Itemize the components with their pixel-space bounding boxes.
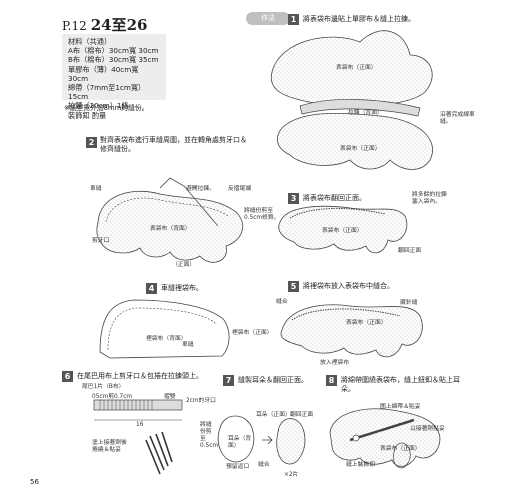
diagram-label: 反摺尾端: [228, 186, 252, 192]
item-range: 24至26: [90, 16, 148, 34]
material-line: 裝飾釦 酌量: [68, 110, 107, 120]
diagram-label: 將縫份剪至0.5cm修齊。: [244, 208, 280, 221]
step4-lining-inner: [107, 307, 217, 351]
step-number: 5: [288, 281, 299, 292]
page-ref: P.12: [62, 19, 87, 33]
material-line: 單膠布（薄）40cm寬 30cm: [68, 64, 139, 83]
diagram-label: 車縫: [182, 342, 194, 348]
step-text: 在尾巴用布上剪牙口＆包捲在拉鍊頭上。: [77, 372, 203, 380]
diagram-label: 縫上裝飾釦: [346, 462, 375, 468]
seam-note: ※紙型需外加8mm的縫份。: [64, 104, 149, 112]
diagram-label: 摺雙: [164, 394, 176, 400]
material-line: B布（棉布）30cm寬 35cm: [68, 55, 159, 65]
step7-ear: [217, 415, 255, 463]
step-text: 縫製耳朵＆翻回正面。: [238, 376, 308, 384]
diagram-label: 表袋布（正面）: [322, 228, 363, 234]
step-text: 將綿帶圍繞表袋布，縫上鈕釦＆貼上耳朵。: [341, 376, 460, 393]
material-line: 拉鍊（20cm）1條: [68, 101, 129, 111]
step-number: 8: [326, 375, 337, 386]
step2-zip-tail: [159, 177, 219, 227]
diagram-label: 拉鍊（背面）: [348, 110, 383, 116]
diagram-label: 05cm剪0.7cm: [92, 394, 133, 400]
step-text: 車縫裡袋布。: [161, 284, 203, 292]
diagram-label: ×2片: [284, 472, 299, 478]
materials-box: 材料（共通） A布（棉布）30cm寬 30cm B布（棉布）30cm寬 35cm…: [62, 34, 166, 120]
material-line: 綿帶（7mm至1cm寬）15cm: [68, 83, 146, 102]
step-number: 7: [223, 375, 234, 386]
step-number: 2: [86, 137, 97, 148]
diagram-label: 塗上接著劑後捲繞＆貼妥: [92, 440, 127, 453]
diagram-label: 將縫份剪至0.5cm: [200, 422, 219, 449]
step5-zip: [291, 308, 401, 321]
diagram-label: 裡袋布（正面）: [232, 330, 273, 336]
diagram-label: 縫合: [258, 462, 270, 468]
step-number: 1: [288, 14, 299, 25]
diagram-label: 車縫: [90, 186, 102, 192]
material-line: A布（棉布）30cm寬 30cm: [68, 46, 159, 56]
diagram-label: 翻回正面: [398, 248, 422, 254]
diagram-label: 裡袋布（背面）: [146, 336, 187, 342]
diagram-label: 圍上綿帶＆貼妥: [380, 404, 421, 410]
step-text: 將表袋布邊貼上單膠布＆縫上拉鍊。: [303, 15, 415, 23]
diagram-label: 避開拉鍊。: [186, 186, 215, 192]
diagram-label: 16: [136, 422, 144, 428]
diagram-label: 耳朵（正面）: [256, 412, 291, 418]
diagram-label: 2cm的牙口: [186, 398, 216, 404]
diagram-label: 表袋布（正面）: [380, 446, 421, 452]
step-text: 對齊表袋布進行車縫周圍，並在轉角處剪牙口＆修齊縫份。: [100, 136, 247, 153]
diagram-label: 表袋布（正面）: [336, 65, 377, 71]
diagram-label: 藏針縫: [400, 300, 418, 306]
step3-zip: [289, 207, 386, 219]
diagram-label: 縫合: [276, 299, 288, 305]
diagram-label: 表袋布（正面）: [346, 320, 387, 326]
diagram-label: 表袋布（正面）: [340, 146, 381, 152]
step8-strap: [349, 418, 415, 442]
step6-tail-strip: [93, 399, 183, 411]
step7-ear-turned: [276, 418, 306, 465]
step1-zipper: [299, 99, 421, 117]
step2-body-inner: [105, 197, 229, 223]
step-number: 6: [62, 371, 73, 382]
step5-body: [280, 304, 423, 358]
materials-heading: 材料（共通）: [68, 37, 112, 46]
step6-fringe: [99, 400, 153, 410]
step7-arrow: [262, 435, 273, 445]
step8-button: [352, 434, 360, 442]
page-number: 56: [30, 478, 39, 486]
method-pill: 作法: [246, 12, 290, 25]
step-number: 4: [146, 283, 157, 294]
diagram-label: （正面）: [172, 262, 196, 268]
step4-lining: [99, 299, 230, 359]
step-number: 3: [288, 193, 299, 204]
step-text: 將裡袋布放入表袋布中縫合。: [303, 282, 394, 290]
step-text: 將表袋布翻回正面。: [303, 194, 366, 202]
step1-outer-bottom: [276, 112, 433, 170]
diagram-label: 剪牙口: [92, 238, 110, 244]
diagram-label: 預留返口: [226, 464, 250, 470]
step8-ear: [393, 442, 411, 469]
step8-body: [329, 408, 441, 467]
diagram-label: 將多餘的拉鍊塞入袋內。: [412, 192, 447, 205]
diagram-label: 放入裡袋布: [320, 360, 349, 366]
diagram-label: 翻回正面: [290, 412, 314, 418]
diagram-label: 以接著劑貼妥: [410, 426, 445, 432]
diagram-label: 沿著完成線車縫。: [440, 112, 475, 125]
step1-outer-top: [270, 30, 433, 107]
step2-body: [96, 190, 244, 263]
step6-tassel: [145, 431, 173, 475]
diagram-label: 表袋布（背面）: [150, 226, 191, 232]
diagram-label: 耳朵（背面）: [228, 436, 252, 449]
diagram-label: 尾巴1片（B布）: [82, 384, 125, 390]
step3-body: [278, 205, 408, 254]
